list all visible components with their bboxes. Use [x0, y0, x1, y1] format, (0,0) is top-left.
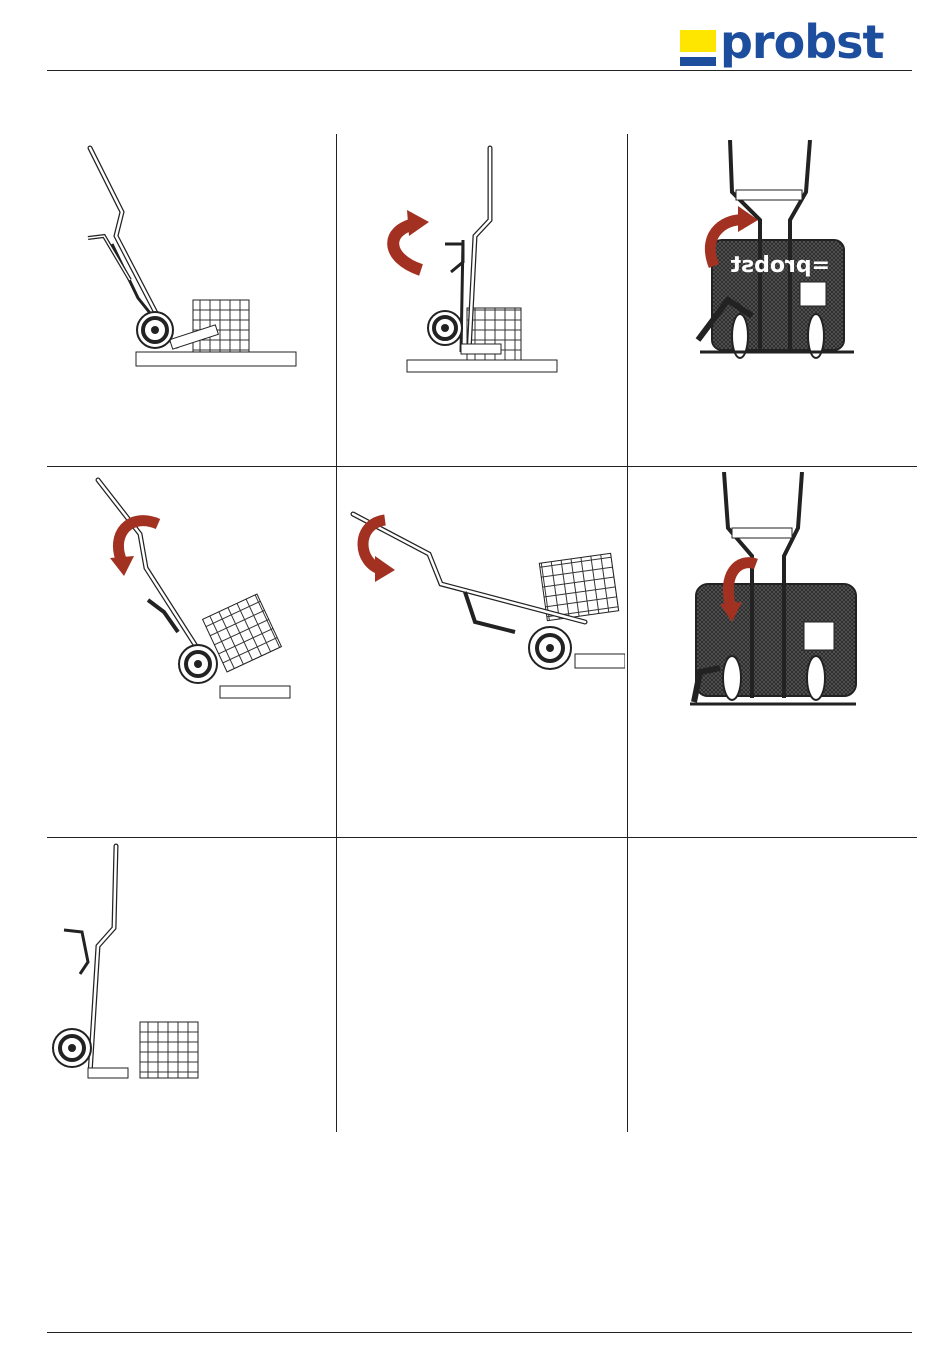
- illustration-step-7: [48, 842, 318, 1092]
- front-view-truck-icon: =probst: [640, 140, 910, 380]
- grid-divider-horizontal-2: [47, 837, 917, 838]
- illustration-step-3: =probst: [640, 140, 910, 380]
- illustration-step-5: [345, 472, 625, 712]
- footer-rule: [47, 1332, 912, 1333]
- grid-divider-vertical-2: [627, 134, 628, 1132]
- illustration-step-2: [345, 140, 615, 380]
- hand-truck-tilting-back-icon: [60, 472, 320, 712]
- empty-cell-9: [640, 842, 910, 1092]
- illustration-step-1: [60, 140, 320, 380]
- logo-mark-icon: [680, 30, 716, 66]
- illustration-step-4: [60, 472, 320, 712]
- hand-truck-released-icon: [48, 842, 318, 1092]
- header-rule: [47, 70, 912, 71]
- logo-wordmark: probst: [720, 14, 884, 70]
- grid-divider-vertical-1: [336, 134, 337, 1132]
- hand-truck-upright-icon: [345, 140, 615, 380]
- svg-text:=probst: =probst: [730, 253, 830, 278]
- grid-divider-horizontal-1: [47, 466, 917, 467]
- illustration-step-6: [640, 472, 910, 712]
- probst-logo: probst: [680, 20, 910, 68]
- hand-truck-tilted-icon: [60, 140, 320, 380]
- front-view-truck-icon: [640, 472, 910, 712]
- empty-cell-8: [345, 842, 615, 1092]
- hand-truck-horizontal-icon: [345, 472, 625, 712]
- rotate-arrow-icon: [393, 210, 429, 270]
